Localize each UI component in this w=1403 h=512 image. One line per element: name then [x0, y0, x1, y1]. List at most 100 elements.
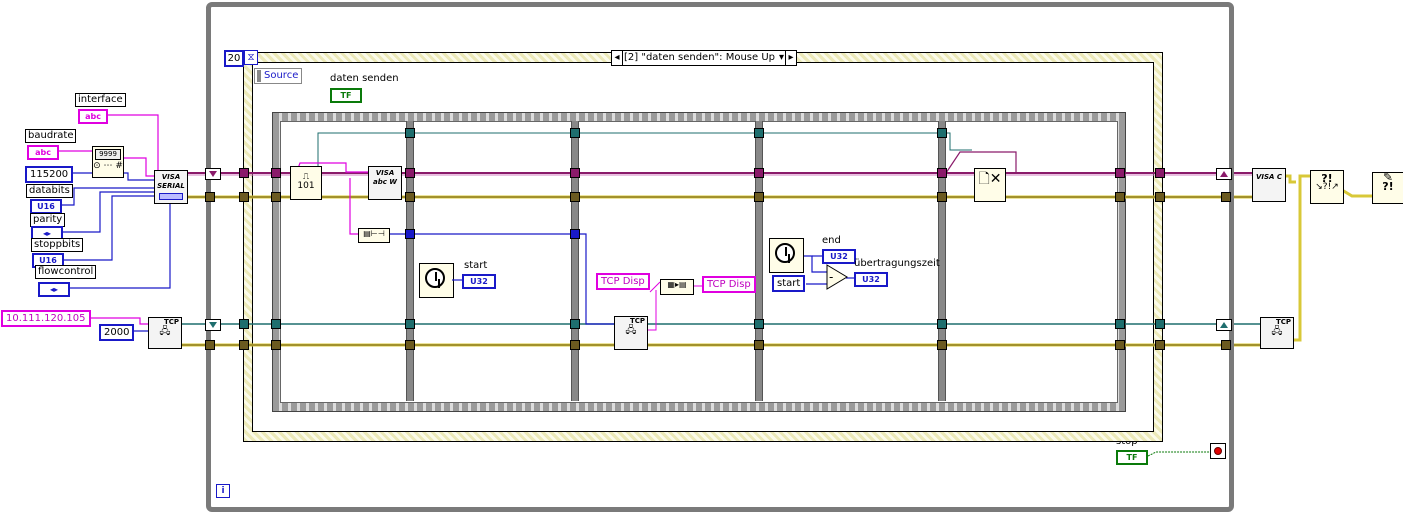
seq-tunnel-visa-4 — [937, 168, 947, 178]
case-selector-text: [2] "daten senden": Mouse Up — [624, 52, 775, 63]
baudrate-terminal[interactable]: abc — [27, 145, 59, 160]
tunnel-visa-error-right — [1221, 192, 1231, 202]
seq-tunnel-tcp-4 — [937, 319, 947, 329]
frame-divider-3 — [755, 121, 763, 401]
seq-tunnel-tcp-3 — [754, 319, 764, 329]
stopbits-wire — [62, 195, 154, 261]
seq-tunnel-tcperr-2 — [570, 340, 580, 350]
format-node-text: 9999 — [95, 149, 121, 160]
stop-terminal: TF — [1116, 450, 1148, 465]
visa-write-node[interactable]: VISA abc W — [368, 166, 402, 200]
merge-errors-node[interactable]: ?! ↘?!↗ — [1310, 170, 1344, 204]
format-string-node[interactable]: 9999 ⊙ ⋯ # — [92, 146, 124, 178]
start-indicator: U32 — [462, 274, 496, 289]
visa-write-text: VISA abc W — [372, 169, 398, 186]
tick-count-start-node[interactable] — [419, 263, 454, 298]
parity-label: parity — [30, 213, 66, 227]
tunnel-event-error-out — [1155, 192, 1165, 202]
timeout-constant[interactable]: 20 — [224, 50, 244, 67]
seq-tunnel-top-3 — [754, 128, 764, 138]
tcp-disp-constant-right: TCP Disp — [702, 276, 756, 293]
tunnel-event-error-in — [239, 192, 249, 202]
port-constant[interactable]: 2000 — [99, 324, 135, 341]
seq-tunnel-visa-5 — [1115, 168, 1125, 178]
seq-tunnel-tcp-1 — [405, 319, 415, 329]
merge-errors-text: ?! — [1321, 172, 1333, 185]
parity-wire — [60, 191, 154, 233]
tcp-disp-build-node[interactable]: ▦▸▤ — [660, 279, 694, 295]
convert-icon: ⎍101 — [297, 172, 315, 191]
eraser-icon: ✎ — [1382, 172, 1394, 184]
transfer-time-indicator: U32 — [854, 272, 888, 287]
tcp-write-icon: 🖧 — [625, 325, 637, 336]
visa-serial-text: VISA SERIAL — [157, 173, 185, 190]
seq-tunnel-tcp-0 — [271, 319, 281, 329]
seq-tunnel-visa-0 — [271, 168, 281, 178]
tick-count-end-node[interactable] — [769, 238, 804, 273]
ip-address-constant[interactable]: 10.111.120.105 — [1, 310, 91, 327]
loop-condition-stop-button[interactable] — [1210, 443, 1226, 459]
event-case-selector[interactable]: ◂ [2] "daten senden": Mouse Up ▾ ▸ — [611, 50, 797, 66]
flowcontrol-terminal[interactable]: ◂▸ — [38, 282, 70, 297]
shift-register-visa-left — [205, 168, 221, 180]
subtract-symbol: - — [829, 270, 834, 284]
tcp-disp-constant-left[interactable]: TCP Disp — [596, 273, 650, 290]
seq-tunnel-err-4 — [937, 192, 947, 202]
seq-tunnel-visa-2 — [570, 168, 580, 178]
shift-register-visa-right — [1216, 168, 1232, 180]
seq-tunnel-num-1 — [405, 229, 415, 239]
seq-tunnel-tcperr-5 — [1115, 340, 1125, 350]
start-local-variable[interactable]: start — [772, 275, 806, 292]
tcp-write-node[interactable]: TCP 🖧 — [614, 316, 648, 350]
tunnel-visa-error-left — [205, 192, 215, 202]
visa-close-text: VISA C — [1255, 173, 1283, 181]
visa-close-node[interactable]: VISA C — [1252, 168, 1286, 202]
simple-error-handler-node[interactable]: ✎ ?! — [1372, 172, 1403, 204]
seq-tunnel-tcperr-4 — [937, 340, 947, 350]
baudrate-label: baudrate — [25, 129, 77, 143]
seq-tunnel-tcperr-1 — [405, 340, 415, 350]
interface-label: interface — [75, 93, 126, 107]
seq-tunnel-tcperr-3 — [754, 340, 764, 350]
start-wire — [452, 279, 462, 281]
string-to-byte-node[interactable]: ⎍101 — [290, 166, 322, 200]
merge-arrows-icon: ↘?!↗ — [1315, 182, 1339, 192]
databits-wire — [62, 187, 154, 206]
tcp-open-connection-node[interactable]: TCP 🖧 — [148, 317, 182, 349]
seq-tunnel-err-0 — [271, 192, 281, 202]
tunnel-event-visa-in — [239, 168, 249, 178]
case-next-arrow-icon[interactable]: ▸ — [785, 51, 796, 65]
number-convert-icon: ▤⊢⊣ — [363, 229, 385, 238]
tcp-close-text: TCP — [1275, 318, 1291, 326]
end-label: end — [822, 235, 841, 246]
daten-senden-terminal: TF — [330, 88, 362, 103]
seq-tunnel-err-2 — [570, 192, 580, 202]
subtract-node[interactable] — [826, 264, 848, 290]
tunnel-event-tcp-out — [1155, 319, 1165, 329]
tunnel-tcp-error-right — [1221, 340, 1231, 350]
build-array-icon: ▦▸▤ — [667, 280, 687, 289]
event-data-node[interactable]: Source — [254, 68, 302, 84]
tunnel-event-tcp-in — [239, 319, 249, 329]
network-icon: 🖧 — [159, 326, 171, 337]
seq-tunnel-top-4 — [937, 128, 947, 138]
case-prev-arrow-icon[interactable]: ◂ — [612, 51, 623, 65]
seq-tunnel-err-1 — [405, 192, 415, 202]
databits-terminal[interactable]: U16 — [30, 199, 62, 214]
hourglass-icon: ⧖ — [244, 50, 258, 65]
visa-configure-serial-node[interactable]: VISA SERIAL — [154, 170, 188, 204]
end-indicator: U32 — [822, 249, 856, 264]
baudrate-constant[interactable]: 115200 — [25, 166, 74, 183]
format-out-wire — [124, 157, 154, 177]
tcp-write-text: TCP — [629, 317, 645, 325]
flowcontrol-label: flowcontrol — [35, 265, 97, 279]
visa-flush-node[interactable]: 🗋✕ — [974, 168, 1006, 202]
seq-tunnel-num-2 — [570, 229, 580, 239]
case-dropdown-icon[interactable]: ▾ — [778, 52, 784, 63]
while-loop-iteration-terminal: i — [216, 484, 230, 498]
document-close-icon: 🗋✕ — [978, 171, 1002, 187]
tcp-close-node[interactable]: TCP 🖧 — [1260, 317, 1294, 349]
number-to-string-node[interactable]: ▤⊢⊣ — [358, 228, 390, 243]
interface-terminal[interactable]: abc — [78, 109, 108, 124]
flowcontrol-wire — [68, 202, 171, 289]
